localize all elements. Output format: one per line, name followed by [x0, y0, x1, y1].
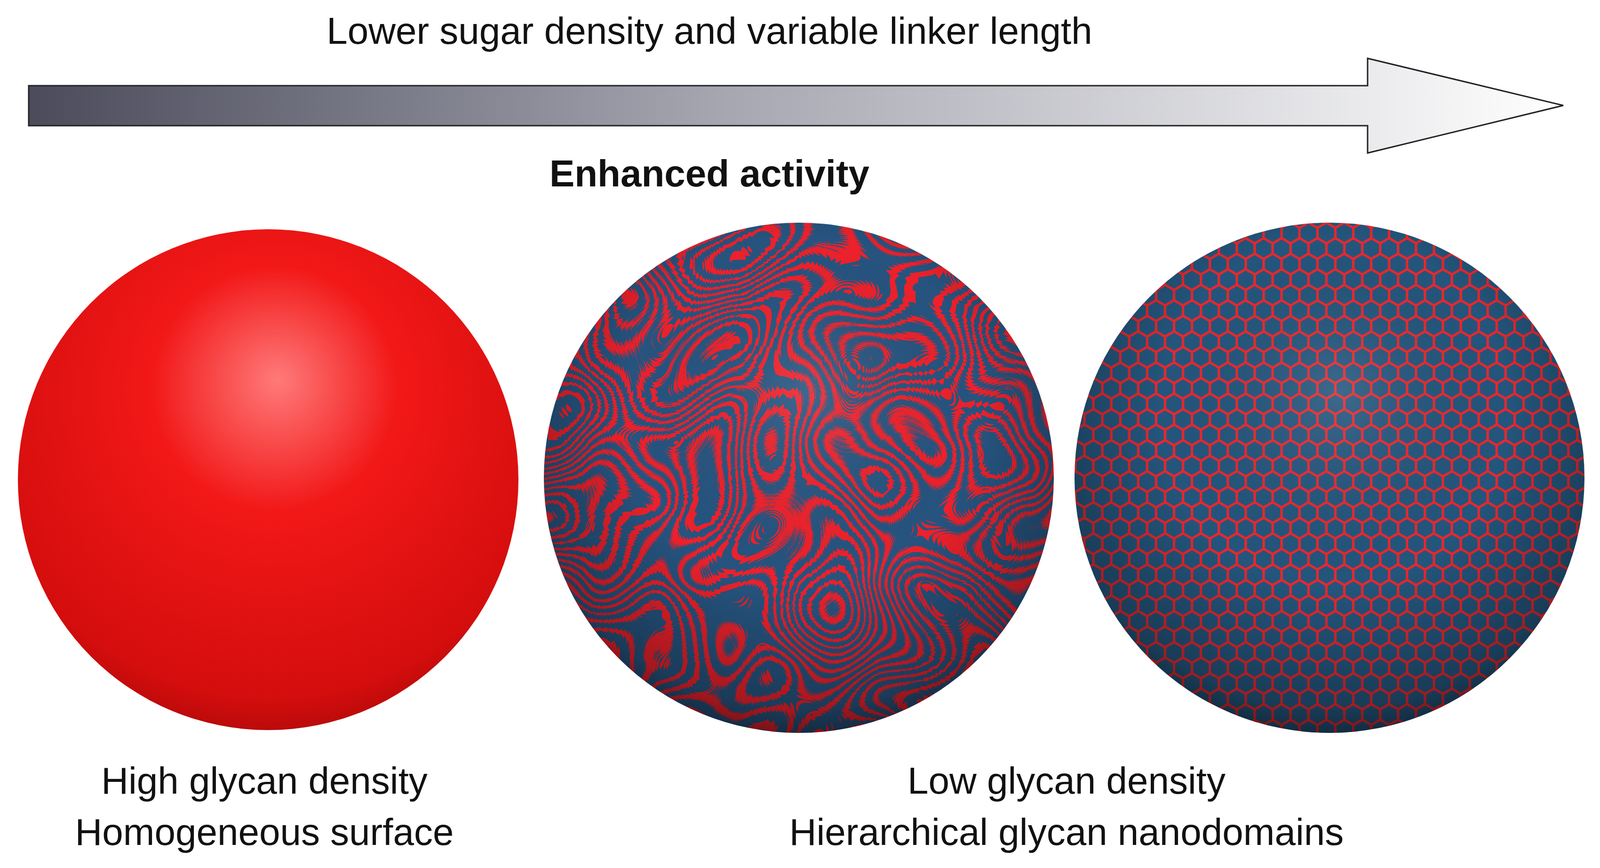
trend-label: Enhanced activity [549, 151, 870, 196]
gradient-arrow [28, 58, 1564, 153]
arrow-caption: Lower sugar density and variable linker … [326, 9, 1093, 53]
state-label: Homogeneous surface [75, 810, 454, 854]
state-label: Low glycan density [907, 758, 1226, 803]
state-label: Hierarchical glycan nanodomains [789, 810, 1344, 854]
state-label: High glycan density [101, 758, 428, 803]
homogeneous-sphere [17, 229, 519, 730]
hexagonal-sphere [1072, 219, 1589, 736]
labyrinth-sphere [541, 219, 1057, 736]
